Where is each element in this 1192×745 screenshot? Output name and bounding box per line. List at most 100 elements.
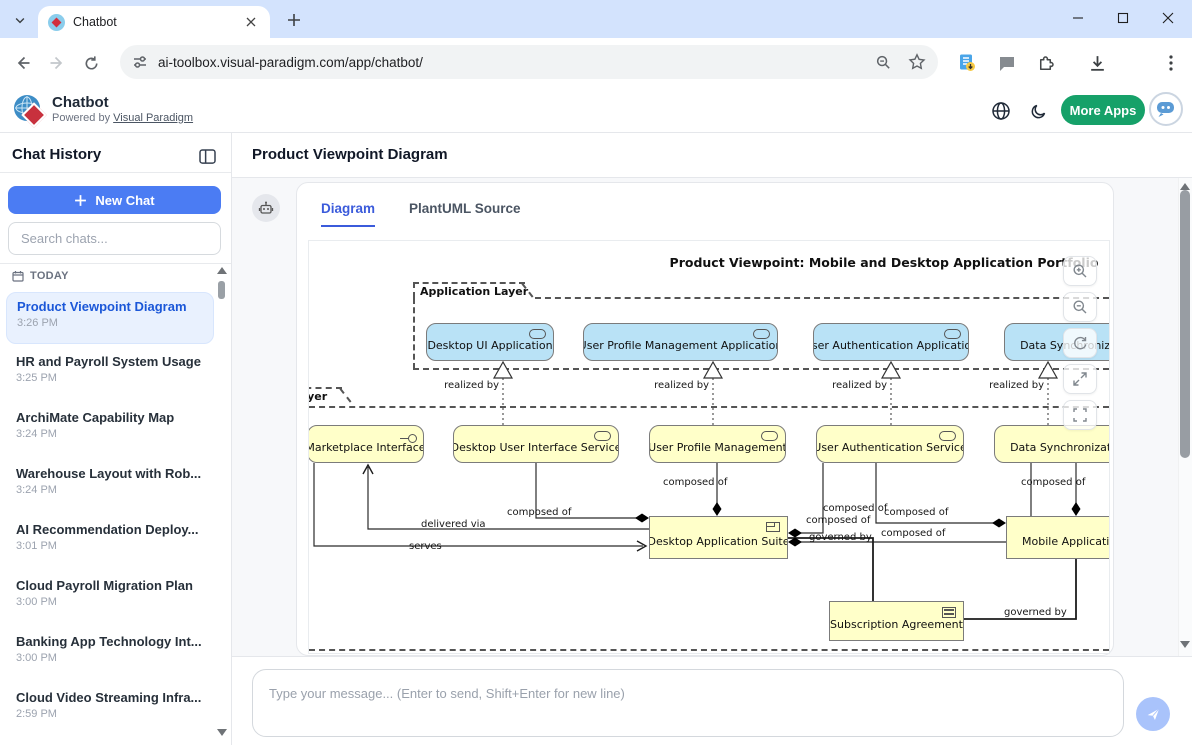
edge-label-composed-of: composed of bbox=[806, 515, 871, 526]
chatbot-logo-icon[interactable] bbox=[1149, 92, 1183, 126]
zoom-reset-button[interactable] bbox=[1063, 328, 1097, 358]
node-data-synchronization[interactable]: Data Synchronization bbox=[994, 425, 1109, 463]
node-label: Desktop UI Application bbox=[427, 339, 553, 352]
sidebar-title: Chat History bbox=[12, 146, 102, 163]
sidebar-collapse-button[interactable] bbox=[196, 145, 218, 167]
node-subscription-agreement[interactable]: Subscription Agreement bbox=[829, 601, 964, 641]
url-text[interactable]: ai-toolbox.visual-paradigm.com/app/chatb… bbox=[158, 54, 423, 70]
node-user-profile-management-application[interactable]: User Profile Management Application bbox=[583, 323, 778, 361]
search-chats-input[interactable] bbox=[8, 222, 221, 255]
edge-label-realized-by: realized by bbox=[444, 380, 499, 391]
app-title: Chatbot bbox=[52, 94, 109, 111]
edge-label-composed-of: composed of bbox=[881, 528, 946, 539]
window-close-button[interactable] bbox=[1146, 0, 1190, 36]
group-border bbox=[309, 649, 1109, 651]
chat-item-cloud-video[interactable]: Cloud Video Streaming Infra... 2:59 PM bbox=[6, 684, 214, 736]
chat-item-product-viewpoint[interactable]: Product Viewpoint Diagram 3:26 PM bbox=[6, 292, 214, 344]
diagram-viewport[interactable]: Product Viewpoint: Mobile and Desktop Ap… bbox=[308, 240, 1110, 654]
chat-item-banking-app[interactable]: Banking App Technology Int... 3:00 PM bbox=[6, 628, 214, 680]
group-border bbox=[413, 368, 1109, 370]
main-content: Product Viewpoint Diagram Diagram PlantU… bbox=[232, 133, 1192, 745]
sidebar-scroll-up-icon[interactable] bbox=[217, 267, 227, 274]
group-border bbox=[413, 298, 415, 369]
edge-label-governed-by: governed by bbox=[1004, 607, 1067, 618]
edge-label-composed-of: composed of bbox=[507, 507, 572, 518]
chat-time: 3:26 PM bbox=[17, 317, 58, 329]
site-info-icon[interactable] bbox=[132, 54, 148, 70]
tab-plantuml-source[interactable]: PlantUML Source bbox=[409, 201, 521, 216]
group-border bbox=[309, 406, 1109, 408]
message-input[interactable] bbox=[252, 669, 1124, 737]
main-scrollbar-thumb[interactable] bbox=[1180, 190, 1190, 458]
dark-mode-button[interactable] bbox=[1026, 98, 1052, 124]
site-favicon-icon bbox=[48, 13, 65, 31]
browser-titlebar: Chatbot bbox=[0, 0, 1192, 38]
comment-icon[interactable] bbox=[994, 50, 1020, 76]
calendar-icon bbox=[12, 271, 24, 282]
moon-icon bbox=[1031, 104, 1046, 119]
window-maximize-button[interactable] bbox=[1101, 0, 1145, 36]
sidebar-scroll-down-icon[interactable] bbox=[217, 729, 227, 736]
tab-close-icon[interactable] bbox=[242, 13, 260, 31]
address-bar[interactable]: ai-toolbox.visual-paradigm.com/app/chatb… bbox=[120, 45, 938, 79]
zoom-indicator-icon[interactable] bbox=[875, 54, 892, 71]
diagram-card: Diagram PlantUML Source Product Viewpoin… bbox=[296, 182, 1114, 656]
reload-button[interactable] bbox=[78, 50, 104, 76]
chat-item-cloud-payroll[interactable]: Cloud Payroll Migration Plan 3:00 PM bbox=[6, 572, 214, 624]
new-tab-button[interactable] bbox=[282, 8, 306, 32]
bookmark-star-icon[interactable] bbox=[908, 53, 926, 71]
chat-item-ai-recommendation[interactable]: AI Recommendation Deploy... 3:01 PM bbox=[6, 516, 214, 568]
language-button[interactable] bbox=[988, 98, 1014, 124]
browser-menu-icon[interactable] bbox=[1158, 50, 1184, 76]
node-label: User Profile Management bbox=[649, 441, 786, 454]
node-mobile-application-suite[interactable]: Mobile Application Suite bbox=[1006, 516, 1109, 559]
browser-tab[interactable]: Chatbot bbox=[38, 6, 270, 38]
fit-to-screen-button[interactable] bbox=[1063, 364, 1097, 394]
main-scroll-up-icon[interactable] bbox=[1180, 183, 1190, 190]
edge-label-realized-by: realized by bbox=[832, 380, 887, 391]
tab-diagram[interactable]: Diagram bbox=[321, 201, 376, 227]
back-button[interactable] bbox=[10, 50, 36, 76]
group-border bbox=[535, 297, 1109, 299]
chat-item-hr-payroll[interactable]: HR and Payroll System Usage 3:25 PM bbox=[6, 348, 214, 400]
sidebar-scrollbar-thumb[interactable] bbox=[218, 281, 225, 299]
edge-label-realized-by: realized by bbox=[989, 380, 1044, 391]
browser-toolbar: ai-toolbox.visual-paradigm.com/app/chatb… bbox=[0, 38, 1192, 113]
download-icon[interactable] bbox=[1084, 50, 1110, 76]
service-icon bbox=[594, 431, 611, 441]
extensions-icon[interactable] bbox=[1032, 50, 1058, 76]
divider bbox=[0, 172, 231, 173]
send-button[interactable] bbox=[1136, 697, 1170, 731]
visual-paradigm-logo bbox=[14, 95, 47, 128]
tab-search-button[interactable] bbox=[8, 8, 32, 32]
chat-item-archimate-map[interactable]: ArchiMate Capability Map 3:24 PM bbox=[6, 404, 214, 456]
node-desktop-user-interface-service[interactable]: Desktop User Interface Service bbox=[453, 425, 619, 463]
interface-icon bbox=[400, 434, 417, 443]
docs-offline-icon[interactable] bbox=[954, 50, 980, 76]
divider bbox=[0, 263, 231, 264]
visual-paradigm-link[interactable]: Visual Paradigm bbox=[113, 112, 194, 124]
zoom-out-button[interactable] bbox=[1063, 292, 1097, 322]
node-user-authentication-service[interactable]: User Authentication Service bbox=[816, 425, 964, 463]
node-marketplace-interface[interactable]: Marketplace Interface bbox=[308, 425, 424, 463]
node-desktop-application-suite[interactable]: Desktop Application Suite bbox=[649, 516, 788, 559]
chevron-down-icon bbox=[15, 17, 25, 24]
node-label: Marketplace Interface bbox=[308, 441, 424, 454]
main-scroll-down-icon[interactable] bbox=[1180, 641, 1190, 648]
forward-button[interactable] bbox=[44, 50, 70, 76]
sidebar: Chat History New Chat TODAY Product View… bbox=[0, 133, 232, 745]
fullscreen-button[interactable] bbox=[1063, 400, 1097, 430]
node-user-authentication-application[interactable]: User Authentication Application bbox=[813, 323, 969, 361]
chat-title: Warehouse Layout with Rob... bbox=[16, 466, 202, 481]
zoom-in-button[interactable] bbox=[1063, 256, 1097, 286]
node-user-profile-management[interactable]: User Profile Management bbox=[649, 425, 786, 463]
more-apps-button[interactable]: More Apps bbox=[1061, 95, 1145, 125]
node-label: Desktop Application Suite bbox=[649, 534, 788, 548]
new-chat-button[interactable]: New Chat bbox=[8, 186, 221, 214]
chat-time: 3:00 PM bbox=[16, 652, 57, 664]
chat-item-warehouse-layout[interactable]: Warehouse Layout with Rob... 3:24 PM bbox=[6, 460, 214, 512]
diagram-title: Product Viewpoint: Mobile and Desktop Ap… bbox=[669, 255, 1099, 270]
window-minimize-button[interactable] bbox=[1056, 0, 1100, 36]
node-desktop-ui-application[interactable]: Desktop UI Application bbox=[426, 323, 554, 361]
component-icon bbox=[944, 329, 961, 339]
